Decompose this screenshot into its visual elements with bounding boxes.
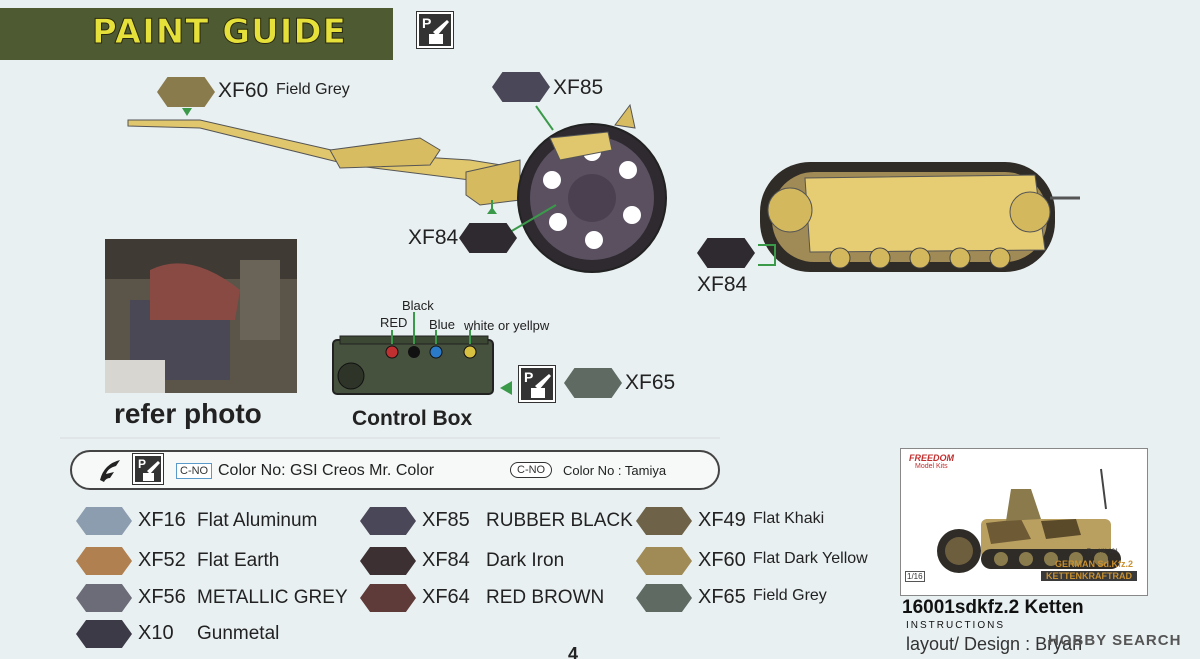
label-black: Black [402, 298, 434, 313]
label-blue: Blue [429, 317, 456, 332]
swatch-name: Flat Khaki [753, 510, 825, 527]
xf60-swatch [157, 77, 215, 107]
xf60-name: Field Grey [276, 81, 350, 98]
product-sub: INSTRUCTIONS [906, 620, 1005, 631]
swatch-name: Flat Earth [197, 550, 280, 571]
swatch-chip [360, 507, 416, 535]
swatch-name: METALLIC GREY [197, 587, 348, 608]
swatch-code: XF49 [698, 509, 746, 531]
xf85-swatch [492, 72, 550, 102]
box-art: FREEDOM Model Kits Typ HK 101 GERMAN Sd.… [900, 448, 1148, 596]
tamiya-tag: C-NO [510, 462, 553, 478]
title-bar [0, 8, 393, 60]
brand-sub: Model Kits [915, 463, 948, 470]
swatch-name: RED BROWN [486, 587, 605, 608]
swatch-chip [360, 547, 416, 575]
track-drawing [758, 162, 1080, 272]
swatch-chip [76, 507, 132, 535]
xf84-gun-code: XF84 [408, 226, 459, 249]
xf84-track-swatch [697, 238, 755, 268]
control-box-paint-icon: P [518, 365, 556, 403]
swatch-chip [76, 620, 132, 648]
boxart-type: Typ HK 101 [1087, 549, 1119, 555]
legend-paint-icon: P [132, 453, 164, 485]
boxart-scale: 1/16 [905, 571, 925, 582]
swatch-code: XF64 [422, 586, 470, 608]
label-white: white or yellpw [464, 318, 550, 333]
swatch-code: XF56 [138, 586, 186, 608]
xf60-arrow [182, 108, 192, 116]
swatch-chip [636, 547, 692, 575]
swatch-code: X10 [138, 622, 174, 644]
xf84-track-code: XF84 [697, 273, 748, 296]
xf85-code: XF85 [553, 76, 604, 99]
kettenkrad-illustration [937, 468, 1121, 573]
brand-name: FREEDOM [909, 453, 954, 463]
boxart-label2: KETTENKRAFTRAD [1041, 571, 1137, 581]
swatch-code: XF85 [422, 509, 470, 531]
watermark: HOBBY SEARCH [1048, 632, 1182, 649]
swatch-chip [76, 547, 132, 575]
product-title: 16001sdkfz.2 Ketten [902, 597, 1084, 618]
swatch-name: Field Grey [753, 587, 827, 604]
swatch-name: Dark Iron [486, 550, 565, 571]
credit: layout/ Design : Bryan [906, 634, 1083, 654]
gun-drawing [127, 103, 636, 214]
tamiya-text: Color No : Tamiya [563, 463, 667, 478]
xf60-code: XF60 [218, 79, 269, 102]
swatch-name: Flat Aluminum [197, 510, 318, 531]
swatch-chip [76, 584, 132, 612]
swatch-code: XF52 [138, 549, 186, 571]
xf84-gun-swatch [459, 223, 517, 253]
boxart-label1: GERMAN Sd.Kfz.2 [1055, 559, 1134, 569]
swatch-name: Gunmetal [197, 623, 280, 644]
xf65-swatch [564, 368, 622, 398]
swatch-code: XF16 [138, 509, 186, 531]
swatch-code: XF84 [422, 549, 470, 571]
control-box-caption: Control Box [352, 407, 473, 430]
page-title: PAINT GUIDE [92, 12, 347, 53]
xf65-code: XF65 [625, 371, 676, 394]
cno-tag: C-NO [176, 463, 213, 479]
label-red: RED [380, 315, 408, 330]
cno-text: Color No: GSI Creos Mr. Color [218, 462, 435, 479]
swatch-chip [636, 507, 692, 535]
swatch-name: RUBBER BLACK [486, 510, 633, 531]
control-box-drawing [332, 312, 512, 395]
swatch-chip [360, 584, 416, 612]
gun-wheel [509, 105, 667, 273]
swatch-chip [636, 584, 692, 612]
swatch-code: XF65 [698, 586, 746, 608]
swatch-code: XF60 [698, 549, 746, 571]
refer-photo [105, 239, 297, 393]
photo-caption: refer photo [114, 398, 262, 429]
freedom-logo-icon [96, 456, 122, 489]
swatch-name: Flat Dark Yellow [753, 550, 868, 567]
page-number: 4 [568, 644, 579, 659]
paint-brush-icon: P [416, 11, 454, 49]
